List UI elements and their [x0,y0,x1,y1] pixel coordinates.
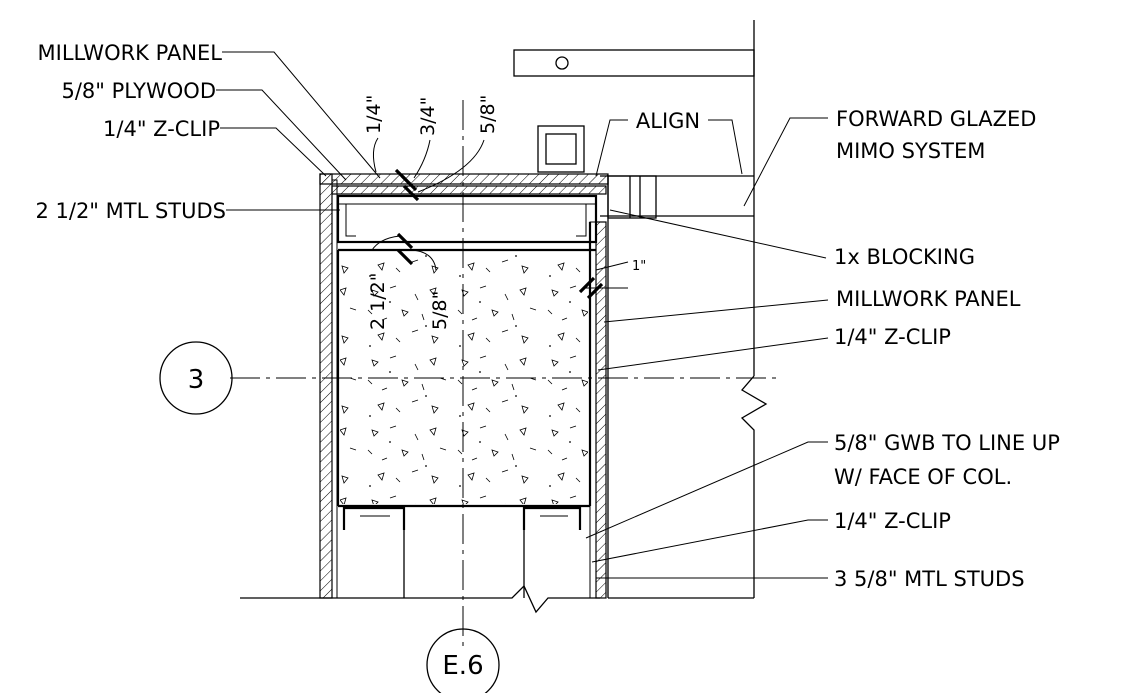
label-gwb-line2: W/ FACE OF COL. [834,465,1012,489]
dim-two-half: 2 1/2" [367,273,389,330]
right-millwork-panel [595,221,607,599]
grid-bubble-e6: E.6 [426,628,500,693]
label-z-clip-lower: 1/4" Z-CLIP [834,509,951,533]
dimension-ticks [394,168,629,300]
dim-three-quarter: 3/4" [417,97,439,136]
label-plywood: 5/8" PLYWOOD [61,79,216,103]
label-gwb-line1: 5/8" GWB TO LINE UP [834,431,1060,455]
mullion-head [513,49,755,77]
top-mtl-studs [336,194,598,244]
dim-five-eighth-top: 5/8" [477,95,499,134]
dim-one-inch: 1" [632,259,646,274]
right-leaders [585,117,829,579]
top-plywood [319,173,609,185]
label-z-clip-upper: 1/4" Z-CLIP [834,325,951,349]
label-align: ALIGN [636,109,700,133]
grid-label-e6: E.6 [442,651,483,681]
top-millwork-panel [331,185,607,195]
left-millwork-panel [319,173,333,599]
grid-bubble-3: 3 [159,341,233,415]
label-glazed-line2: MIMO SYSTEM [836,139,985,163]
dim-five-eighth-mid: 5/8" [429,291,451,330]
glazing-mullion [537,125,657,219]
label-millwork-panel-left: MILLWORK PANEL [38,41,223,65]
grid-label-3: 3 [188,365,205,395]
label-glazed-line1: FORWARD GLAZED [836,107,1036,131]
column-enclosure [240,173,609,614]
label-millwork-panel-right: MILLWORK PANEL [836,287,1021,311]
anchor-circle-icon [555,56,569,70]
adjacent-wall [513,20,768,599]
dim-quarter: 1/4" [363,95,385,134]
label-z-clip-left: 1/4" Z-CLIP [103,117,220,141]
label-mtl-studs-left: 2 1/2" MTL STUDS [35,199,226,223]
left-z-clip [331,179,338,599]
label-blocking: 1x BLOCKING [834,245,975,269]
label-mtl-studs-right: 3 5/8" MTL STUDS [834,567,1025,591]
left-leaders [216,51,381,211]
